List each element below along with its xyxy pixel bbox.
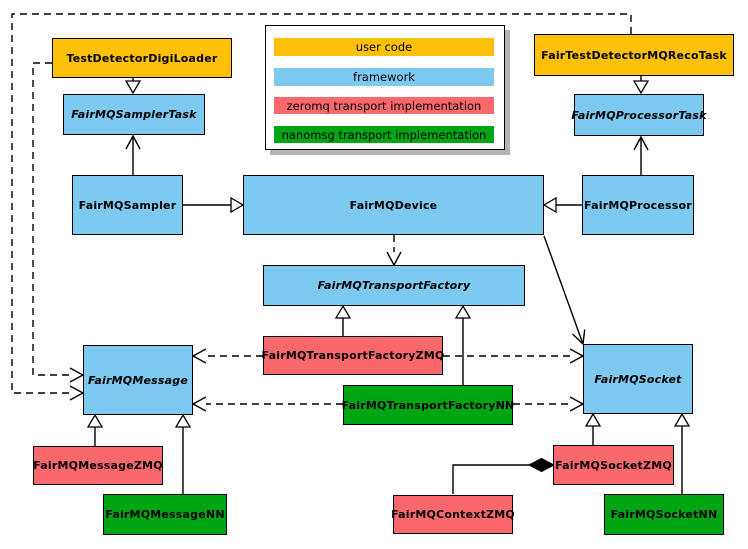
node-label: FairMQSocket [594,372,682,386]
legend-label: framework [353,70,415,84]
legend-label: zeromq transport implementation [286,98,482,113]
node-fairmqsocket: FairMQSocket [583,344,693,414]
node-fairmqtransportfactoryzmq: FairMQTransportFactoryZMQ [261,336,445,375]
legend-item-framework: framework [274,68,494,86]
node-fairmqsamplertask: FairMQSamplerTask [63,94,205,135]
edge-dependency-tfzmq-socket [443,348,585,364]
node-label: FairMQTransportFactoryZMQ [261,349,445,362]
node-label: FairMQTransportFactoryNN [341,398,515,412]
edge-association-device-socket [543,235,586,346]
node-fairmqsocketnn: FairMQSocketNN [604,494,724,535]
edge-inheritance-digiloader-samplertask [124,78,142,95]
node-label: FairMQMessage [87,373,189,387]
node-fairmqtransportfactory: FairMQTransportFactory [263,265,525,306]
node-fairmqmessagezmq: FairMQMessageZMQ [33,446,163,485]
edge-dependency-tfnn-message [191,396,343,412]
node-fairmqprocessortask: FairMQProcessorTask [571,94,707,136]
node-label: FairMQProcessorTask [571,108,707,122]
node-label: TestDetectorDigiLoader [66,51,218,65]
edge-inheritance-sampler-device [183,196,245,214]
node-label: FairMQDevice [349,198,438,212]
edge-composition-contextzmq-socketzmq [452,457,556,494]
node-testdetectordigiloader: TestDetectorDigiLoader [52,38,232,78]
node-label: FairTestDetectorMQRecoTask [541,48,727,62]
legend-item-user-code: user code [274,38,494,56]
legend-label: nanomsg transport implementation [281,127,487,142]
node-fairmqsocketzmq: FairMQSocketZMQ [553,445,674,485]
node-fairmqsampler: FairMQSampler [72,175,183,235]
legend-item-nanomsg: nanomsg transport implementation [274,126,494,143]
edge-inheritance-messagenn-message [174,413,192,494]
legend-panel: user code framework zeromq transport imp… [265,25,505,150]
node-label: FairMQMessageNN [105,508,225,521]
node-fairmqmessage: FairMQMessage [83,345,193,415]
edge-dependency-tfzmq-message [191,348,263,364]
node-fairmqprocessor: FairMQProcessor [582,175,694,235]
node-fairmqdevice: FairMQDevice [243,175,544,235]
edge-inheritance-processor-device [542,196,582,214]
edge-association-sampler-samplertask [125,134,141,175]
node-label: FairMQSampler [78,198,177,212]
edge-inheritance-socketnn-socket [673,412,691,494]
edge-association-processor-processortask [633,135,649,175]
node-fairtestdetectormqrecotask: FairTestDetectorMQRecoTask [534,34,734,76]
node-label: FairMQSocketNN [610,508,718,521]
legend-label: user code [355,40,413,54]
edge-inheritance-tfnn-transportfactory [454,304,472,385]
node-fairmqtransportfactorynn: FairMQTransportFactoryNN [341,385,515,425]
node-fairmqcontextzmq: FairMQContextZMQ [391,495,515,534]
edge-dependency-tfnn-socket [513,396,585,412]
edge-inheritance-messagezmq-message [86,413,104,446]
legend-item-zeromq: zeromq transport implementation [274,97,494,114]
node-label: FairMQSamplerTask [71,108,197,121]
edge-inheritance-recotask-processortask [632,76,650,95]
node-label: FairMQSocketZMQ [555,458,672,472]
node-fairmqmessagenn: FairMQMessageNN [103,494,227,535]
node-label: FairMQMessageZMQ [33,459,163,472]
node-label: FairMQProcessor [584,198,692,212]
node-label: FairMQContextZMQ [391,508,515,521]
edge-inheritance-tfzmq-transportfactory [334,304,352,336]
edge-inheritance-socketzmq-socket [584,412,602,445]
node-label: FairMQTransportFactory [317,279,471,292]
edge-dependency-device-transportfactory [386,235,402,267]
